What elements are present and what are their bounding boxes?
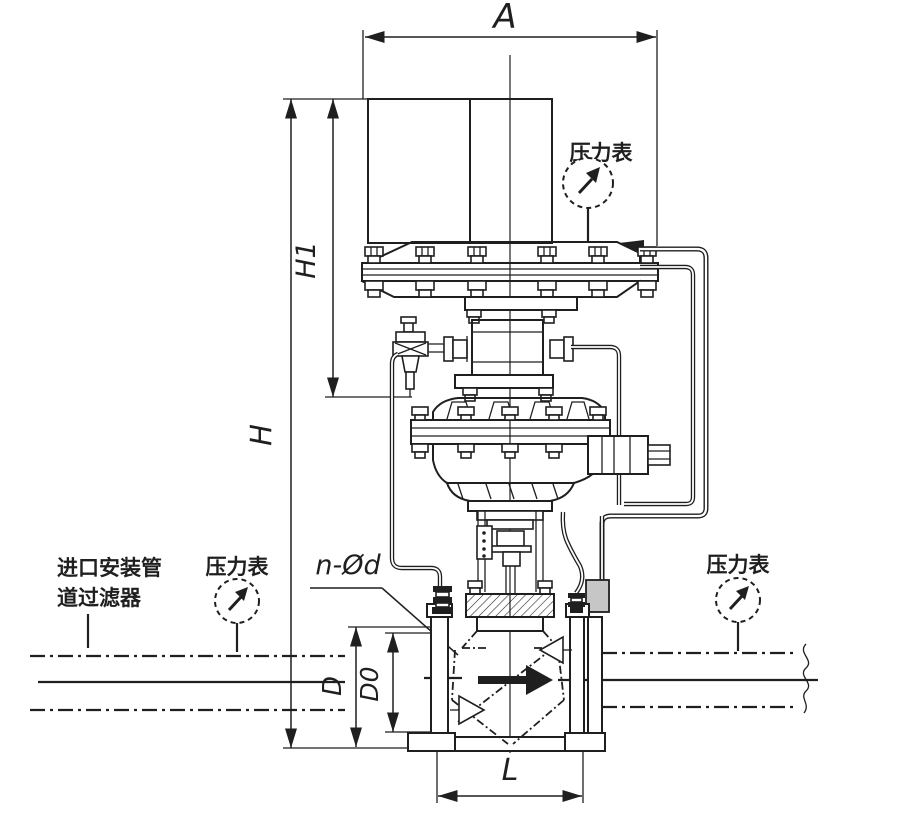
valve-body: [450, 630, 572, 745]
dim-d0-label: D0: [355, 666, 384, 701]
pipe-break-symbol: [802, 643, 810, 714]
gauge-left: 压力表: [206, 555, 270, 652]
command-fitting-block: [587, 435, 671, 475]
main-diaphragm-housing: [360, 240, 659, 324]
dim-n-od-label: n-Ød: [315, 550, 381, 581]
inlet-filter-note: 进口安装管 道过滤器: [57, 556, 162, 648]
pilot-fitting-right: [549, 336, 574, 362]
inlet-tap-fitting: [432, 586, 453, 614]
inlet-flange: [407, 586, 456, 752]
dim-l-label: L: [502, 753, 519, 788]
valve-stem-assembly: [476, 511, 544, 594]
inlet-filter-line2: 道过滤器: [57, 586, 142, 610]
dim-h1-label: H1: [291, 241, 322, 278]
dim-d: D: [318, 626, 432, 747]
sensing-tube-outlet: [560, 511, 585, 595]
pilot-tube-right: [571, 344, 622, 505]
gauge-right-label: 压力表: [707, 553, 771, 577]
sensing-tube-left: [389, 351, 443, 586]
dim-h-label: H: [244, 424, 278, 446]
outlet-tap-block: [585, 516, 610, 613]
gauge-top: 压力表: [562, 141, 633, 241]
dim-d0: D0: [355, 632, 432, 733]
pilot-diaphragm: [410, 397, 611, 530]
valve-bonnet: [465, 580, 555, 632]
dim-d-label: D: [318, 676, 348, 696]
dim-a: A: [362, 0, 658, 246]
gauge-right: 压力表: [707, 553, 771, 651]
actuator-spring-barrel: [367, 98, 553, 244]
outlet-flange: [564, 593, 606, 752]
pipe-left: [30, 654, 462, 712]
valve-bottom-flange: [454, 736, 566, 752]
dim-h: H: [244, 99, 430, 749]
outlet-tap-fitting: [568, 593, 585, 613]
inlet-filter-line1: 进口安装管: [57, 556, 162, 580]
pilot-needle-valve: [392, 316, 429, 397]
pilot-fitting-left: [425, 336, 468, 362]
pilot-column: [454, 319, 554, 402]
dim-a-label: A: [491, 0, 516, 37]
flow-arrow: [478, 665, 553, 695]
gauge-left-label: 压力表: [206, 555, 270, 579]
dim-n-od: n-Ød: [310, 550, 459, 656]
